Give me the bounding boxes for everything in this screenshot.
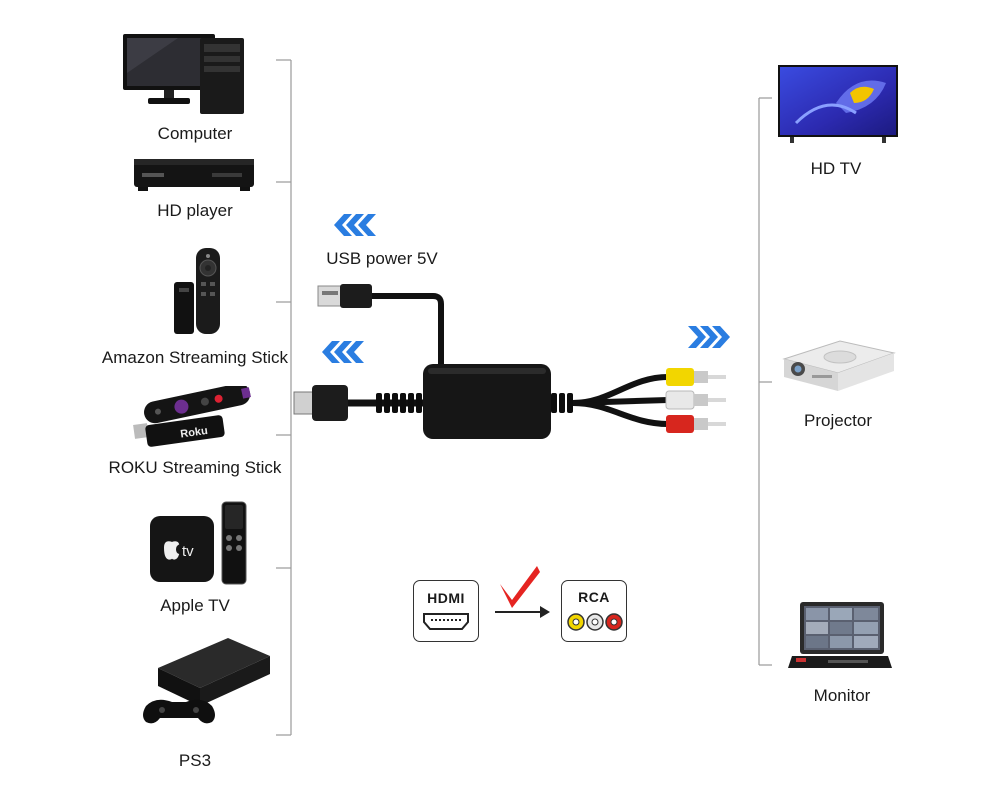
ps3-icon [143, 638, 270, 724]
source-label-computer: Computer [157, 124, 233, 143]
hdmi-cable [293, 385, 425, 421]
usb-cable [317, 284, 444, 364]
hdmi-port-icon [423, 613, 469, 630]
source-label-roku-stick: ROKU Streaming Stick [108, 458, 282, 477]
usb-direction-arrow [334, 214, 376, 236]
computer-icon [123, 34, 244, 114]
hd-player-icon [134, 159, 254, 191]
check-mark-icon [500, 566, 540, 608]
rca-plug-red [666, 415, 726, 433]
hdmi-port-badge: HDMI [413, 580, 479, 642]
left-bracket [276, 59, 292, 736]
rca-badge-text: RCA [578, 589, 610, 605]
rca-port-badge: RCA [561, 580, 627, 642]
rca-plug-yellow [666, 368, 726, 386]
roku-stick-icon: Roku [133, 386, 251, 447]
source-label-ps3: PS3 [178, 751, 212, 770]
converter-box [423, 364, 551, 439]
tv-icon [778, 65, 898, 143]
rca-plug-white [665, 390, 726, 410]
apple-tv-brand-text: tv [182, 543, 194, 560]
output-label-hd-tv: HD TV [810, 159, 862, 178]
rca-direction-arrow [688, 326, 730, 348]
amazon-stick-icon [174, 248, 220, 334]
hdmi-direction-arrow [322, 341, 364, 363]
source-label-apple-tv: Apple TV [160, 596, 230, 615]
rca-jacks-icon [567, 613, 623, 631]
output-label-monitor: Monitor [813, 686, 871, 705]
source-label-hd-player: HD player [157, 201, 233, 220]
usb-power-label: USB power 5V [326, 249, 438, 268]
rca-cables [551, 374, 669, 427]
output-label-projector: Projector [803, 411, 873, 430]
monitor-icon [788, 602, 892, 668]
hdmi-badge-text: HDMI [427, 590, 465, 606]
right-bracket [758, 97, 772, 666]
apple-tv-icon: tv [150, 501, 247, 585]
roku-brand-text: Roku [180, 425, 209, 441]
projector-icon [782, 340, 896, 391]
conversion-arrow [495, 606, 550, 618]
source-label-amazon-stick: Amazon Streaming Stick [101, 348, 289, 367]
